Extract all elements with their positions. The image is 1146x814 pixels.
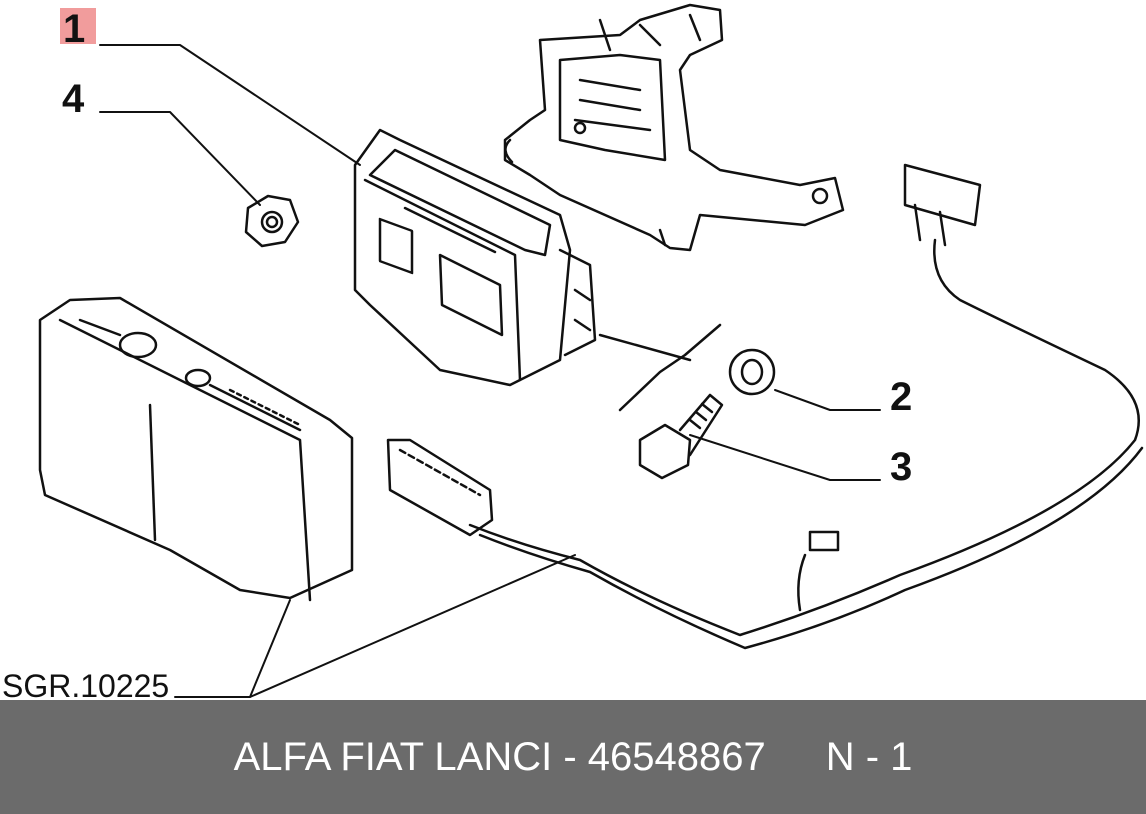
brand-part-number: ALFA FIAT LANCI - 46548867 [233,734,766,779]
part-number-banner: ALFA FIAT LANCI - 46548867 N - 1 [0,700,1146,814]
exploded-parts-diagram: 1 4 2 3 SGR.10225 [2,3,1144,700]
mounting-bracket [503,3,845,252]
callout-1-highlight [60,8,96,44]
leader-lines [99,44,881,698]
wiring-harness [386,163,1144,650]
bolt [638,393,724,480]
callout-2: 2 [890,375,912,419]
drawing-code: SGR.10225 [2,668,169,700]
washer [728,348,776,396]
nut [244,194,300,248]
battery-cover-box [38,296,354,602]
callout-labels: 1 4 2 3 SGR.10225 [2,7,912,700]
callout-3: 3 [890,445,912,489]
callout-1: 1 [63,7,85,51]
ecu-module [353,128,722,412]
quantity-label: N - 1 [825,734,913,779]
callout-4: 4 [62,77,85,121]
